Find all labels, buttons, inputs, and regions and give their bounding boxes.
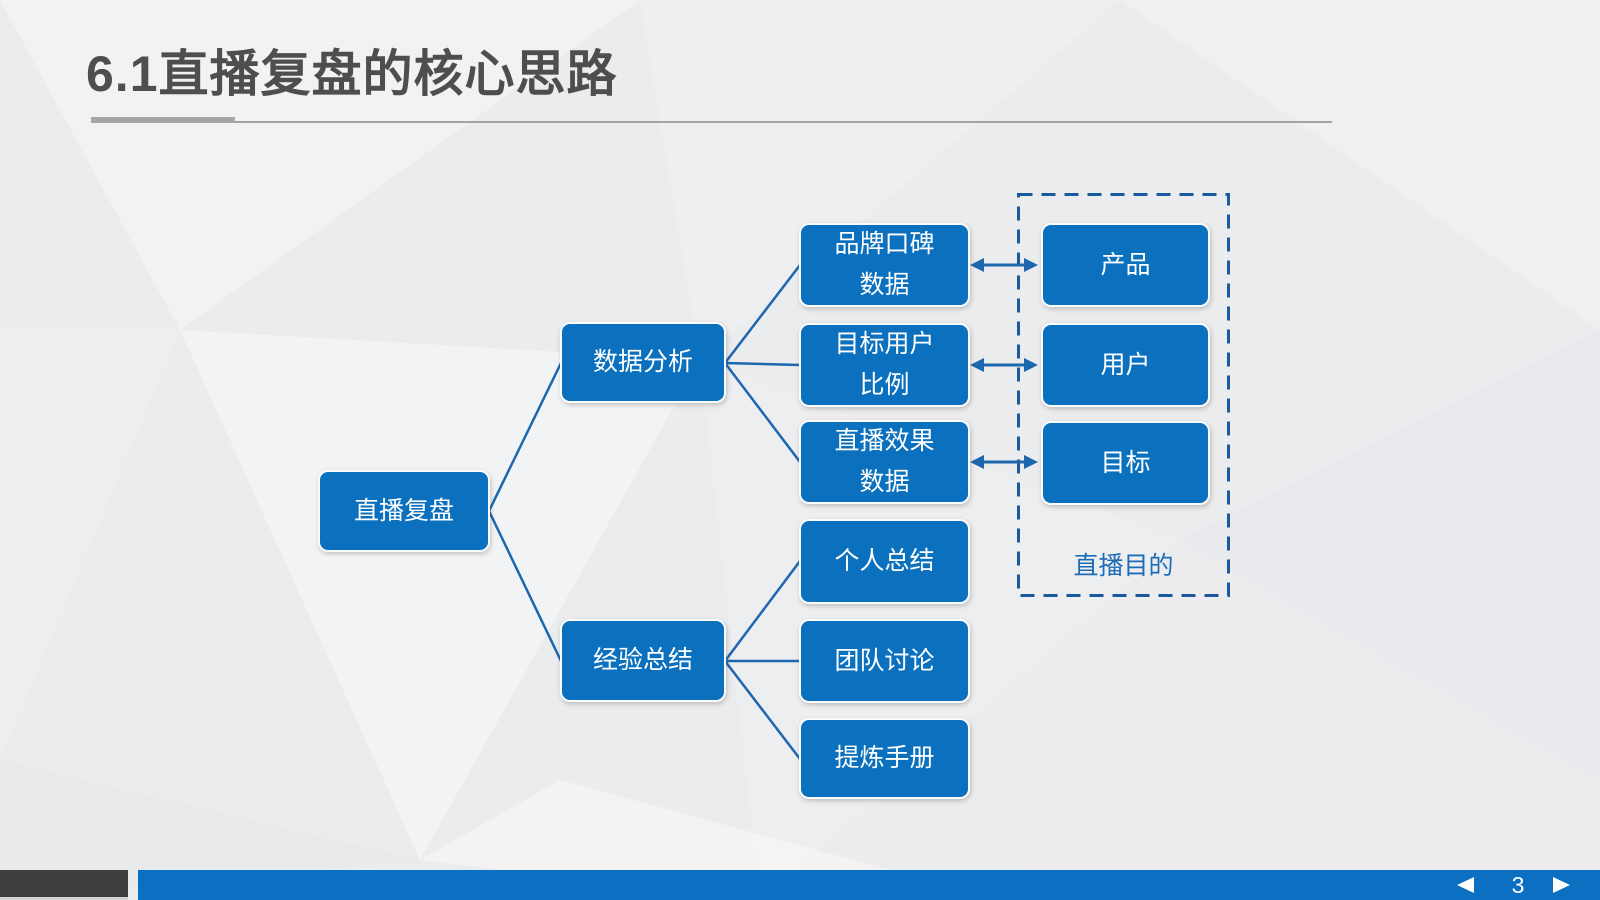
- title-underline: [235, 121, 1332, 123]
- node-live-effect-data: 直播效果 数据: [799, 420, 970, 504]
- node-manual-extraction: 提炼手册: [799, 718, 970, 799]
- node-live-review: 直播复盘: [318, 470, 490, 552]
- node-data-analysis: 数据分析: [560, 322, 726, 403]
- node-personal-summary: 个人总结: [799, 519, 970, 604]
- prev-slide-button[interactable]: [1450, 870, 1480, 900]
- node-team-discussion: 团队讨论: [799, 619, 970, 703]
- node-goal: 目标: [1041, 421, 1210, 505]
- node-target-user-ratio: 目标用户 比例: [799, 323, 970, 407]
- node-user: 用户: [1041, 323, 1210, 407]
- next-icon: [1552, 877, 1570, 893]
- goal-group-label: 直播目的: [1073, 552, 1174, 580]
- page-number: 3: [1511, 871, 1525, 898]
- prev-icon: [1456, 877, 1474, 893]
- footer-bar: 3: [138, 870, 1600, 900]
- node-product: 产品: [1041, 223, 1210, 307]
- slide-title: 6.1直播复盘的核心思路: [86, 46, 618, 102]
- node-brand-reputation-data: 品牌口碑 数据: [799, 223, 970, 307]
- footer-left-block: [0, 870, 128, 897]
- footer-left-block-shadow: [0, 897, 128, 900]
- title-underline-accent: [91, 117, 235, 123]
- next-slide-button[interactable]: [1546, 870, 1576, 900]
- node-experience-summary: 经验总结: [560, 619, 726, 702]
